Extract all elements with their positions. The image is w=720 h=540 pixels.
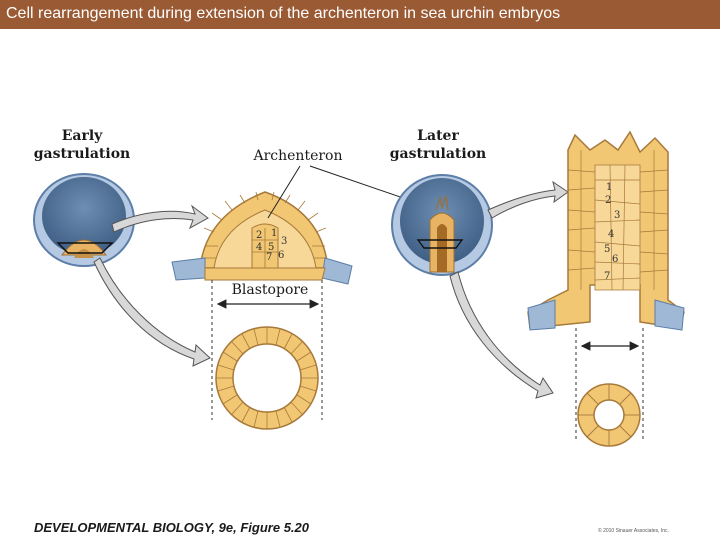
later-cross-section <box>527 130 685 331</box>
later-arrow-upper <box>487 180 569 219</box>
archenteron-label: Archenteron <box>252 148 342 164</box>
later-arrow-lower <box>449 271 554 399</box>
later-label-line2: gastrulation <box>390 146 486 162</box>
early-arrow-lower <box>93 257 211 367</box>
archenteron-pointer-left <box>267 165 301 219</box>
title-bar: Cell rearrangement during extension of t… <box>0 0 720 29</box>
early-cell-num-6: 6 <box>278 250 284 261</box>
later-cell-numbers: 1 2 3 4 5 6 7 <box>604 182 620 282</box>
figure-citation: DEVELOPMENTAL BIOLOGY, 9e, Figure 5.20 <box>34 520 309 535</box>
later-embryo <box>391 174 493 276</box>
later-cell-num-6: 6 <box>612 254 618 265</box>
early-cross-section <box>171 191 353 285</box>
later-cell-num-5: 5 <box>604 244 610 255</box>
early-cell-num-2: 2 <box>256 230 262 241</box>
copyright-notice: © 2010 Sinauer Associates, Inc. <box>598 528 669 534</box>
early-cell-num-3: 3 <box>281 236 287 247</box>
later-ring <box>577 383 641 447</box>
later-cell-num-2: 2 <box>605 195 611 206</box>
early-cell-num-5: 5 <box>268 242 274 253</box>
early-ring <box>215 326 319 430</box>
slide-title: Cell rearrangement during extension of t… <box>6 5 561 22</box>
later-cell-num-7: 7 <box>604 271 610 282</box>
later-cell-num-4: 4 <box>608 229 614 240</box>
early-cell-num-1: 1 <box>271 228 277 239</box>
later-label-line1: Later <box>417 128 459 144</box>
early-arrow-upper <box>111 204 209 233</box>
early-cell-numbers: 1 2 3 4 5 6 7 <box>256 228 287 263</box>
early-label-line2: gastrulation <box>34 146 130 162</box>
early-cell-num-7: 7 <box>266 252 272 263</box>
early-label-line1: Early <box>62 128 103 144</box>
later-cell-num-1: 1 <box>606 182 612 193</box>
later-cell-num-3: 3 <box>614 210 620 221</box>
early-cell-num-4: 4 <box>256 242 262 253</box>
early-embryo <box>33 173 135 267</box>
blastopore-label: Blastopore <box>232 282 309 298</box>
